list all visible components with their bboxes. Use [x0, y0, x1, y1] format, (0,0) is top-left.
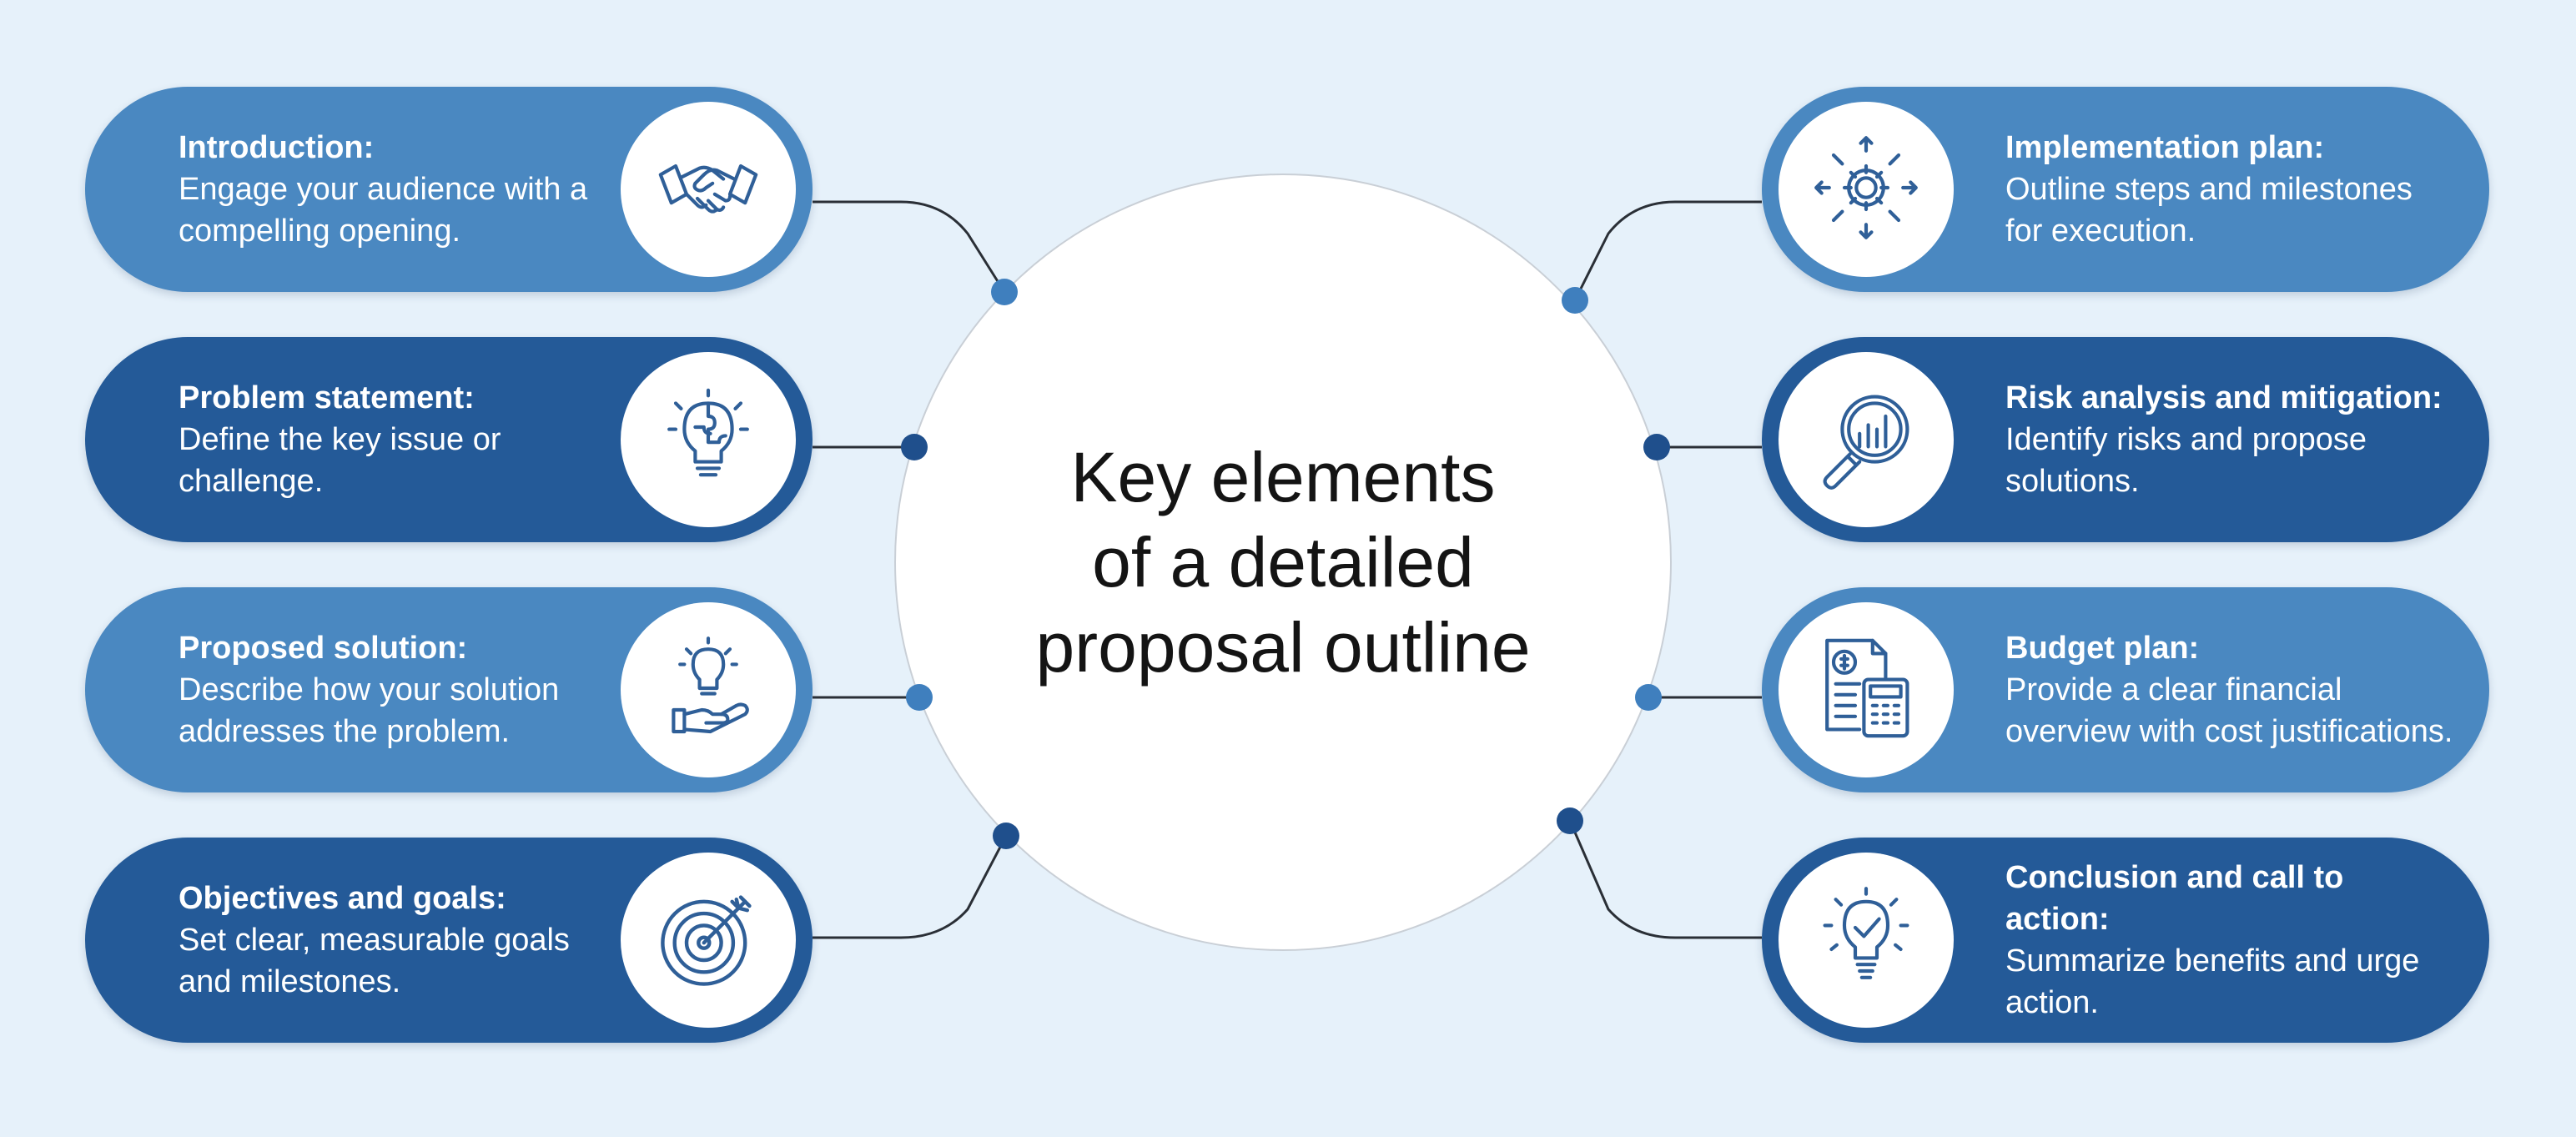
card-text: Conclusion and call to action: Summarize…: [2005, 838, 2456, 1043]
icon-badge: [621, 853, 796, 1028]
hand-bulb-icon: [654, 634, 762, 747]
card-body: Define the key issue or challenge.: [179, 422, 501, 499]
card-proposed-solution: Proposed solution: Describe how your sol…: [85, 587, 813, 792]
card-implementation-plan: Implementation plan: Outline steps and m…: [1762, 87, 2489, 292]
icon-badge: [1779, 352, 1954, 527]
card-body: Set clear, measurable goals and mileston…: [179, 923, 570, 999]
puzzle-bulb-icon: [654, 384, 762, 496]
card-title: Conclusion and call to action:: [2005, 860, 2344, 937]
card-objectives-goals: Objectives and goals: Set clear, measura…: [85, 838, 813, 1043]
icon-badge: [621, 102, 796, 277]
card-title: Problem statement:: [179, 380, 475, 415]
icon-badge: [621, 352, 796, 527]
card-body: Provide a clear financial overview with …: [2005, 672, 2453, 749]
card-text: Budget plan: Provide a clear financial o…: [2005, 587, 2456, 792]
icon-badge: [1779, 102, 1954, 277]
card-text: Implementation plan: Outline steps and m…: [2005, 87, 2456, 292]
connector-conclusion-cta: [1568, 820, 1762, 939]
card-title: Implementation plan:: [2005, 130, 2325, 165]
card-introduction: Introduction: Engage your audience with …: [85, 87, 813, 292]
card-text: Risk analysis and mitigation: Identify r…: [2005, 337, 2456, 542]
center-circle: Key elements of a detailed proposal outl…: [894, 174, 1672, 951]
lightbulb-check-icon: [1812, 884, 1920, 997]
card-problem-statement: Problem statement: Define the key issue …: [85, 337, 813, 542]
handshake-icon: [654, 133, 762, 246]
magnifier-chart-icon: [1812, 384, 1920, 496]
icon-badge: [1779, 602, 1954, 777]
card-risk-analysis: Risk analysis and mitigation: Identify r…: [1762, 337, 2489, 542]
center-title-line-3: proposal outline: [1035, 608, 1531, 687]
card-conclusion-cta: Conclusion and call to action: Summarize…: [1762, 838, 2489, 1043]
card-title: Proposed solution:: [179, 631, 468, 666]
card-text: Problem statement: Define the key issue …: [179, 337, 612, 542]
connector-implementation-plan: [1573, 200, 1762, 301]
card-budget-plan: Budget plan: Provide a clear financial o…: [1762, 587, 2489, 792]
card-body: Outline steps and milestones for executi…: [2005, 172, 2412, 249]
connector-objectives-goals: [813, 835, 1008, 939]
card-body: Summarize benefits and urge action.: [2005, 943, 2420, 1020]
gear-arrows-icon: [1812, 133, 1920, 246]
card-title: Introduction:: [179, 130, 375, 165]
icon-badge: [621, 602, 796, 777]
center-title-line-2: of a detailed: [1092, 523, 1474, 601]
document-calculator-icon: [1812, 634, 1920, 747]
center-title-line-1: Key elements: [1070, 438, 1496, 516]
card-body: Engage your audience with a compelling o…: [179, 172, 588, 249]
connector-introduction: [813, 200, 1006, 293]
icon-badge: [1779, 853, 1954, 1028]
target-arrow-icon: [654, 884, 762, 997]
card-body: Identify risks and propose solutions.: [2005, 422, 2367, 499]
card-text: Objectives and goals: Set clear, measura…: [179, 838, 612, 1043]
center-title: Key elements of a detailed proposal outl…: [983, 435, 1583, 690]
card-title: Risk analysis and mitigation:: [2005, 380, 2443, 415]
card-text: Proposed solution: Describe how your sol…: [179, 587, 612, 792]
card-text: Introduction: Engage your audience with …: [179, 87, 612, 292]
card-body: Describe how your solution addresses the…: [179, 672, 560, 749]
card-title: Objectives and goals:: [179, 881, 506, 916]
card-title: Budget plan:: [2005, 631, 2200, 666]
